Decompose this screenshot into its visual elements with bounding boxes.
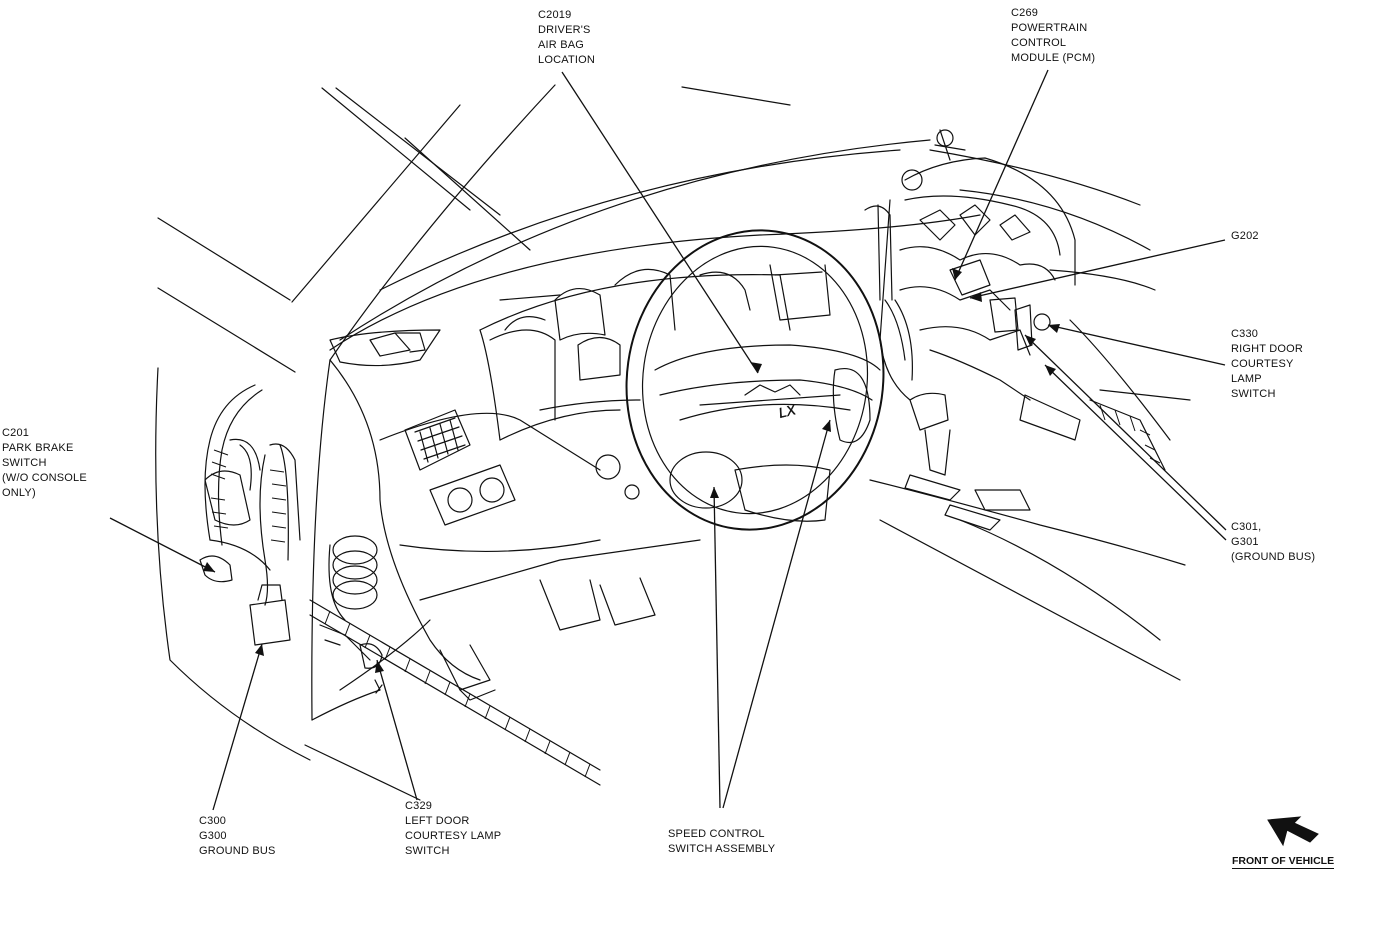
callout-speed-control-switch: SPEED CONTROL SWITCH ASSEMBLY <box>668 828 776 855</box>
callout-c329-left-door-switch: C329 LEFT DOOR COURTESY LAMP SWITCH <box>405 800 502 857</box>
floor-rail <box>309 599 601 786</box>
left-wiring-harness <box>199 384 301 646</box>
wheel-badge: LX <box>777 401 798 421</box>
lower-dash-outline <box>329 359 701 691</box>
left-door-panel <box>155 329 441 801</box>
right-wiring-harness <box>864 129 1061 401</box>
dash-panel-outline <box>329 149 1191 681</box>
front-of-vehicle-label: FRONT OF VEHICLE <box>1232 855 1335 869</box>
steering-wheel <box>625 229 885 531</box>
callout-c2019-drivers-airbag: C2019 DRIVER'S AIR BAG LOCATION <box>538 9 596 66</box>
windshield-outline <box>157 84 931 373</box>
left-door-harness <box>319 535 383 694</box>
front-arrow-icon <box>1267 816 1319 847</box>
callout-c301-g301-ground-bus: C301, G301 (GROUND BUS) <box>1231 521 1316 563</box>
center-vent <box>404 409 640 526</box>
callout-leader-lines <box>109 69 1227 811</box>
instrument-cluster <box>479 264 831 441</box>
center-console <box>904 392 1166 531</box>
callout-c330-right-door-switch: C330 RIGHT DOOR COURTESY LAMP SWITCH <box>1231 328 1304 400</box>
callout-c201-park-brake: C201 PARK BRAKE SWITCH (W/O CONSOLE ONLY… <box>2 427 87 499</box>
callout-g202: G202 <box>1231 230 1259 242</box>
callout-c300-g300-ground-bus: C300 G300 GROUND BUS <box>199 815 276 857</box>
callout-c269-pcm: C269 POWERTRAIN CONTROL MODULE (PCM) <box>1011 7 1096 64</box>
